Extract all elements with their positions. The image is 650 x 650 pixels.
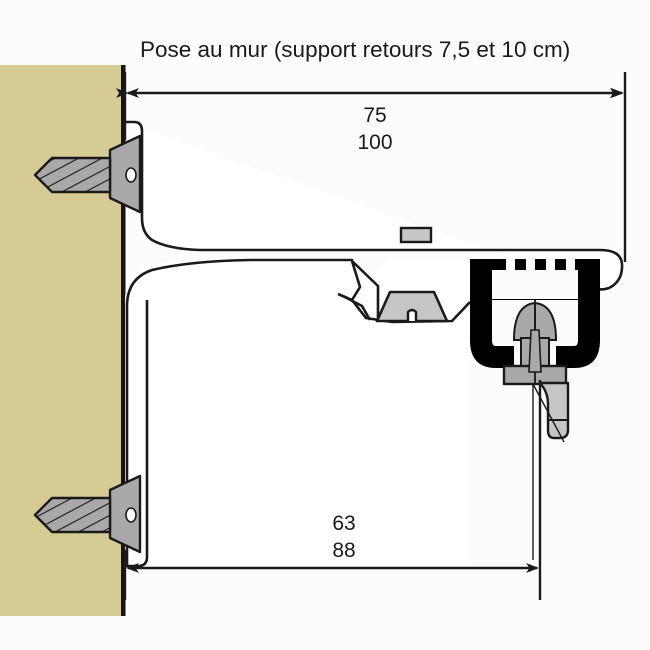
curtain-hook — [532, 381, 570, 560]
top-dimension: 75 100 — [116, 72, 627, 262]
top-dimension-label-1: 75 — [363, 104, 386, 127]
bottom-dimension-label-2: 88 — [332, 539, 355, 562]
bottom-dimension-label-1: 63 — [332, 512, 355, 535]
wall-bracket-arm — [125, 120, 624, 568]
top-tab — [399, 226, 433, 244]
retaining-clip — [375, 290, 449, 323]
bottom-dimension: 63 88 — [123, 380, 542, 600]
upper-wall-screw — [33, 134, 142, 214]
lower-wall-screw — [33, 474, 142, 554]
diagram-title: Pose au mur (support retours 7,5 et 10 c… — [140, 37, 570, 62]
curtain-rail-profile — [470, 259, 600, 368]
rail-glider — [502, 300, 568, 386]
wall-section — [0, 65, 126, 616]
top-dimension-label-2: 100 — [357, 131, 392, 154]
